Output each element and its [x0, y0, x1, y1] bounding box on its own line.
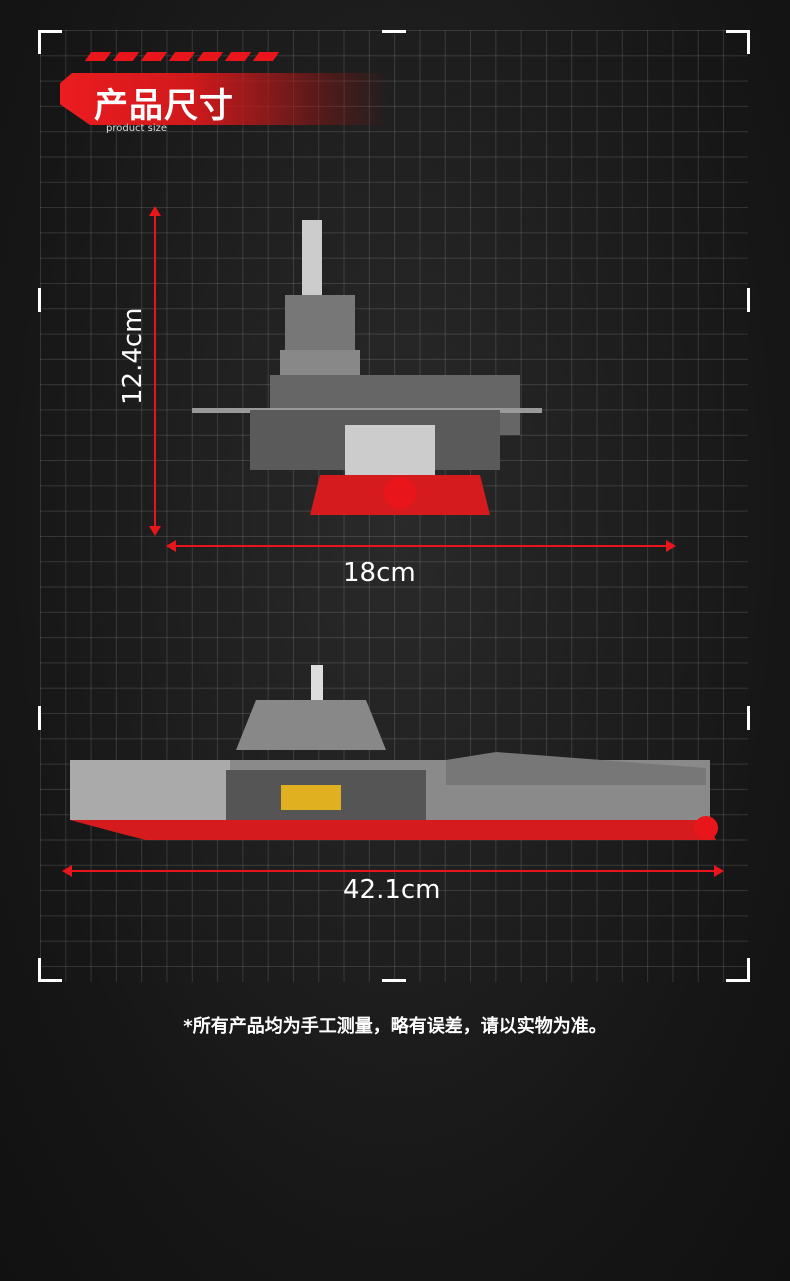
- section-subtitle: product size: [106, 123, 168, 134]
- ship-front-view: [192, 220, 542, 515]
- frame-corner: [726, 30, 750, 54]
- frame-corner: [38, 30, 62, 54]
- frame-tick: [38, 288, 41, 312]
- decor-stripes: [84, 52, 280, 61]
- height-label: 12.4cm: [118, 307, 148, 405]
- frame-tick: [747, 706, 750, 730]
- frame-corner: [726, 958, 750, 982]
- frame-corner: [38, 958, 62, 982]
- width-label: 18cm: [343, 558, 416, 588]
- ship-side-view: [70, 665, 718, 840]
- frame-tick: [747, 288, 750, 312]
- height-arrow: [149, 206, 161, 536]
- measurement-note: *所有产品均为手工测量，略有误差，请以实物为准。: [183, 1016, 607, 1037]
- frame-tick: [382, 979, 406, 982]
- section-title: 产品尺寸: [94, 86, 234, 126]
- frame-tick: [382, 30, 406, 33]
- title-banner: [60, 73, 390, 125]
- length-label: 42.1cm: [343, 875, 441, 905]
- length-arrow: [62, 865, 724, 877]
- frame-tick: [38, 706, 41, 730]
- width-arrow: [166, 540, 676, 552]
